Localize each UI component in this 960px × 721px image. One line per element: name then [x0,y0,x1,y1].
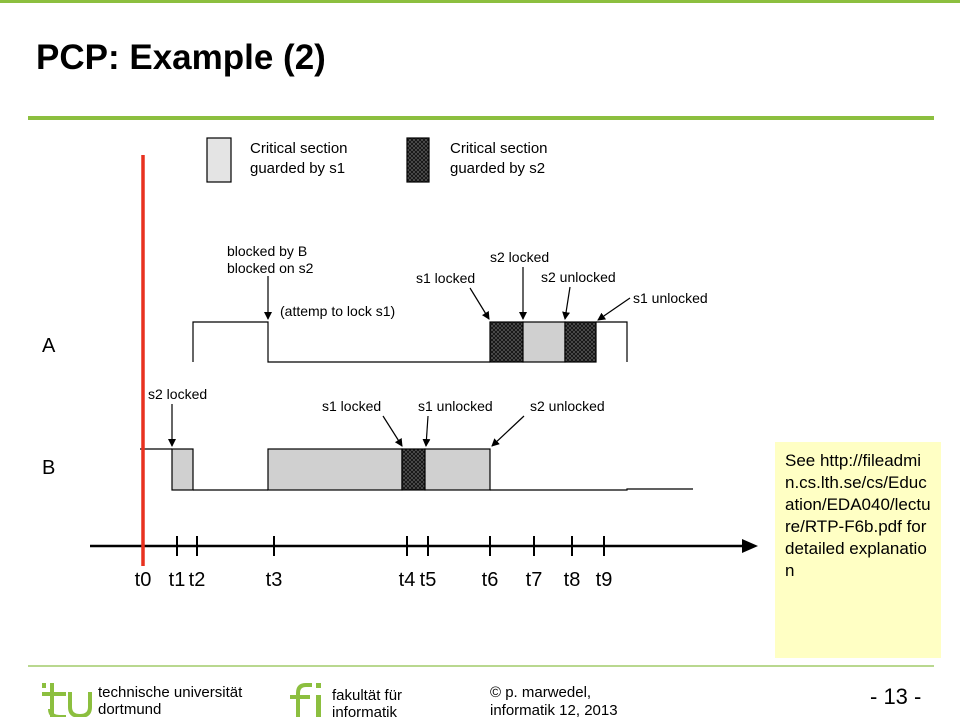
tick-label-t0: t0 [135,569,152,591]
b-s1-unlocked-label: s1 unlocked [418,398,493,414]
legend-s1-line2: guarded by s1 [250,160,345,177]
top-accent-line [0,0,960,3]
task-b-s2-section-1 [171,448,194,491]
task-b-s1-section [401,448,426,491]
a-s2-unlocked-label: s2 unlocked [541,269,616,285]
task-a-s1-section [522,321,566,363]
task-b-label: B [42,457,55,479]
time-axis-arrowhead [742,539,758,553]
tick-label-t2: t2 [189,569,206,591]
legend-s2-swatch [406,137,430,183]
b-s1-unlocked-arrow [422,415,431,447]
tu-dortmund-logo [42,683,92,717]
tick-label-t8: t8 [564,569,581,591]
tick-label-t3: t3 [266,569,283,591]
task-a-timeline [192,321,628,363]
reference-note: See http://fileadmin.cs.lth.se/cs/Educat… [775,442,941,658]
tick-label-t9: t9 [596,569,613,591]
task-b-s2-section-2 [267,448,403,491]
slide-title: PCP: Example (2) [36,38,326,77]
b-s1-locked-arrow [382,415,403,447]
a-s1-unlocked-arrow [597,297,631,321]
a-s1-locked-arrow [469,287,490,320]
tick-label-t5: t5 [420,569,437,591]
page-number: - 13 - [870,684,922,709]
copyright-notice: © p. marwedel, informatik 12, 2013 [490,684,618,720]
tick-label-t6: t6 [482,569,499,591]
university-name-line2: dortmund [98,701,162,718]
task-b-s2-section-3 [424,448,491,491]
faculty-name-line1: fakultät für [332,687,403,704]
a-s2-locked-label: s2 locked [490,249,549,265]
copyright-line2: informatik 12, 2013 [490,702,618,719]
a-attempt-label: (attemp to lock s1) [280,303,395,319]
legend-s1-swatch [206,137,232,183]
task-a-s2-section-1 [489,321,524,363]
a-s1-unlocked-label: s1 unlocked [633,290,708,306]
university-name-line1: technische universität [98,684,243,701]
task-a-s2-section-2 [564,321,597,363]
b-s1-locked-label: s1 locked [322,398,381,414]
b-s2-unlocked-arrow [491,415,525,447]
b-s2-unlocked-label: s2 unlocked [530,398,605,414]
fakultaet-informatik-logo [290,683,321,717]
a-blocked-by-label: blocked by B [227,243,307,259]
tick-label-t1: t1 [169,569,186,591]
b-s2-locked-label: s2 locked [148,386,207,402]
task-b-timeline [140,448,693,491]
a-s2-unlocked-arrow [562,286,571,320]
copyright-line1: © p. marwedel, [490,684,592,701]
title-divider [28,116,934,120]
a-s1-locked-label: s1 locked [416,270,475,286]
tick-label-t4: t4 [399,569,416,591]
faculty-name-line2: informatik [332,704,398,721]
tick-label-t7: t7 [526,569,543,591]
legend-s2-line2: guarded by s2 [450,160,545,177]
legend-s2-line1: Critical section [450,140,548,157]
footer-divider [28,665,934,667]
legend-s1-line1: Critical section [250,140,348,157]
a-blocked-on-label: blocked on s2 [227,260,314,276]
task-a-label: A [42,335,56,357]
